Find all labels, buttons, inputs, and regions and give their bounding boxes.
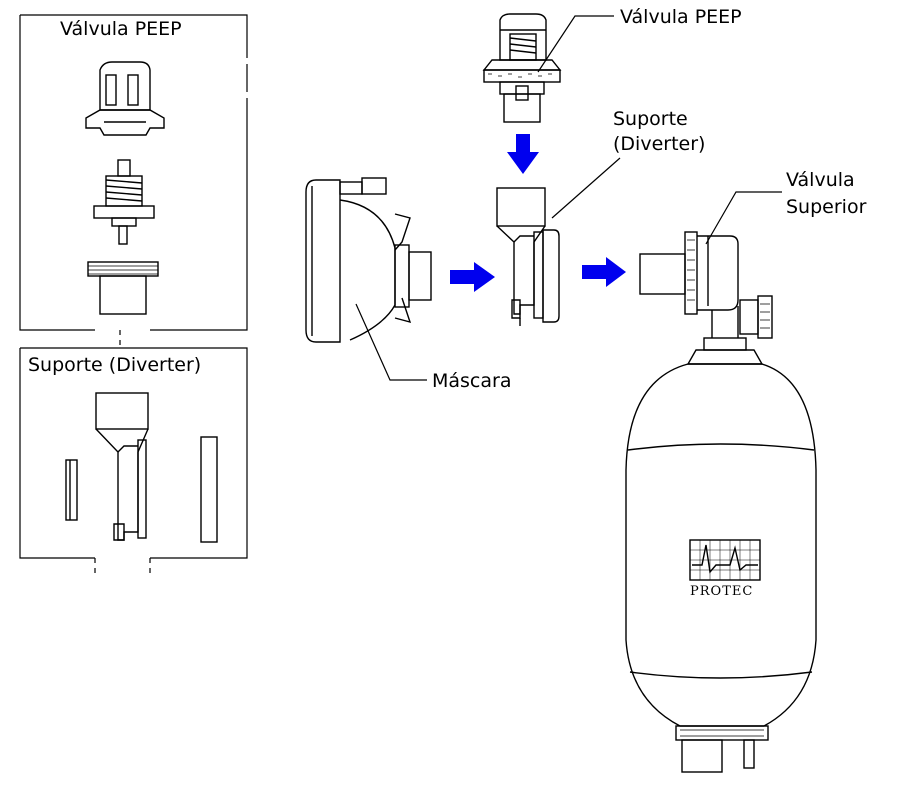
peep-box-title: Válvula PEEP bbox=[60, 18, 182, 40]
peep-spring-part bbox=[93, 159, 155, 245]
peep-valve-assembled bbox=[482, 13, 562, 123]
diverter-exploded-box bbox=[19, 347, 248, 575]
diverter-small-ring-part bbox=[65, 459, 78, 521]
ecg-logo-icon bbox=[689, 539, 761, 581]
mask-part bbox=[305, 177, 432, 343]
top-valve-callout-line1: Válvula bbox=[786, 169, 855, 191]
diverter-body-part bbox=[95, 392, 149, 541]
reservoir-bag bbox=[625, 363, 817, 773]
top-valve-assembled bbox=[639, 231, 773, 365]
diverter-large-ring-part bbox=[200, 436, 218, 543]
diverter-assembled bbox=[496, 187, 560, 326]
diverter-box-title: Suporte (Diverter) bbox=[28, 354, 202, 376]
mask-callout-label: Máscara bbox=[432, 370, 512, 392]
flow-arrow-down bbox=[507, 134, 539, 174]
callout-lines bbox=[355, 15, 782, 381]
peep-exploded-box bbox=[19, 14, 248, 345]
top-valve-callout-line2: Superior bbox=[786, 196, 867, 218]
flow-arrow-right-2 bbox=[582, 257, 626, 287]
diverter-callout-line2: (Diverter) bbox=[613, 133, 706, 155]
flow-arrow-right-1 bbox=[450, 262, 495, 292]
peep-cap-part bbox=[85, 61, 165, 136]
diverter-callout-line1: Suporte bbox=[613, 108, 688, 130]
brand-label: PROTEC bbox=[690, 584, 754, 599]
peep-body-part bbox=[87, 261, 159, 315]
peep-callout-label: Válvula PEEP bbox=[620, 6, 742, 28]
